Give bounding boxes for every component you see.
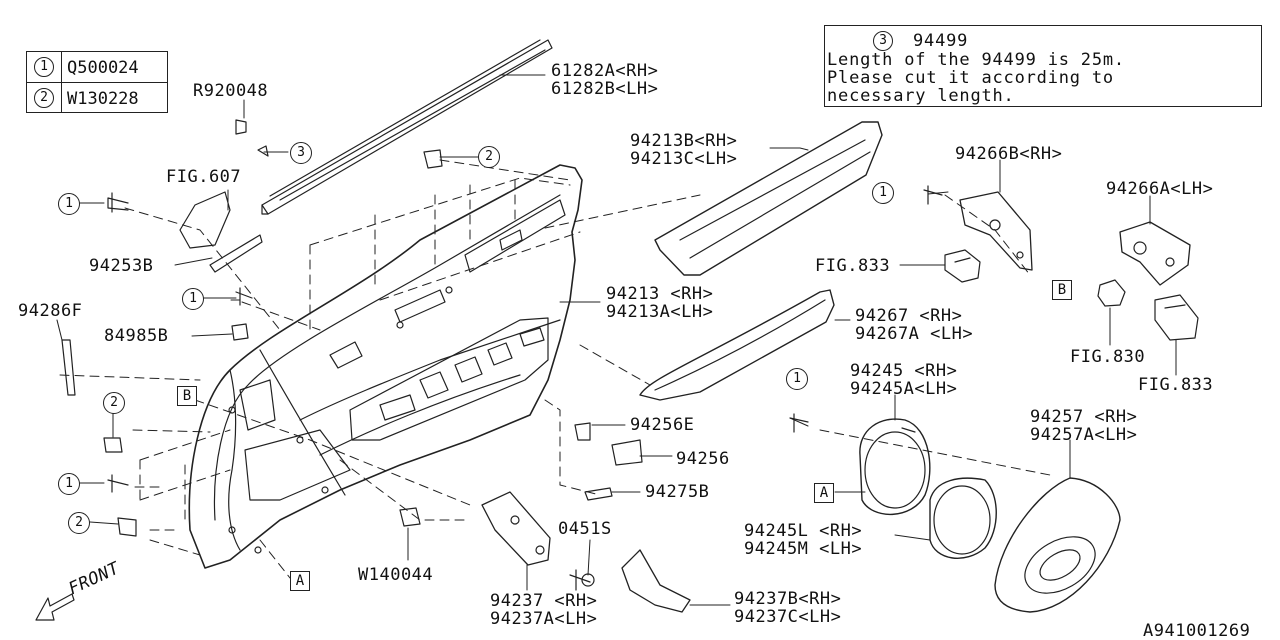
callout-2: 2 [103, 392, 125, 414]
callout-1: 1 [182, 288, 204, 310]
speaker-grille-94257 [994, 477, 1121, 613]
callout-1: 1 [58, 473, 80, 495]
label-fig833b: FIG.833 [1138, 375, 1214, 395]
bracket-94266b [959, 191, 1033, 271]
speaker-94245 [859, 418, 931, 516]
legend-code: Q500024 [67, 58, 139, 78]
label-94213c: 94213C<LH> [630, 149, 738, 169]
label-94245: 94245 <RH> [850, 361, 958, 381]
legend-row: 1 Q500024 [27, 52, 167, 82]
speaker-94245l [929, 477, 997, 559]
label-94245a: 94245A<LH> [850, 379, 958, 399]
label-61282a: 61282A<RH> [551, 61, 659, 81]
label-94245m: 94245M <LH> [744, 539, 863, 559]
label-94267: 94267 <RH> [855, 306, 963, 326]
label-94245l: 94245L <RH> [744, 521, 863, 541]
weatherstrip-61282 [261, 39, 553, 215]
upper-garnish-94213b [654, 121, 883, 276]
callout-2: 2 [68, 512, 90, 534]
bracket-94253b [179, 191, 263, 273]
legend-num: 1 [34, 57, 54, 77]
label-94213a: 94213A<LH> [606, 302, 714, 322]
callout-1: 1 [786, 368, 808, 390]
label-94266a: 94266A<LH> [1106, 179, 1214, 199]
ref-box-b: B [177, 386, 197, 406]
leader-lines [56, 74, 1177, 606]
callout-1: 1 [872, 182, 894, 204]
bracket-94266a [1119, 221, 1191, 286]
label-94237c: 94237C<LH> [734, 607, 842, 627]
note-box: 3 94499 Length of the 94499 is 25m. Plea… [824, 25, 1262, 107]
label-94257: 94257 <RH> [1030, 407, 1138, 427]
label-fig833: FIG.833 [815, 256, 891, 276]
front-arrow [35, 593, 75, 621]
bracket-94237b [621, 549, 691, 613]
label-94256: 94256 [676, 449, 730, 469]
label-94237: 94237 <RH> [490, 591, 598, 611]
fasteners [61, 119, 943, 591]
legend-code: W130228 [67, 89, 139, 109]
bracket-94237 [481, 491, 551, 566]
note-line: necessary length. [827, 86, 1015, 106]
label-0451s: 0451S [558, 519, 612, 539]
label-r920048: R920048 [193, 81, 269, 101]
label-w140044: W140044 [358, 565, 434, 585]
label-61282b: 61282B<LH> [551, 79, 659, 99]
label-84985b: 84985B [104, 326, 169, 346]
ref-box-a: A [814, 483, 834, 503]
callout-1: 1 [58, 193, 80, 215]
label-94237b: 94237B<RH> [734, 589, 842, 609]
label-94266b: 94266B<RH> [955, 144, 1063, 164]
label-94267a: 94267A <LH> [855, 324, 974, 344]
note-line: Please cut it according to [827, 68, 1114, 88]
legend-table: 1 Q500024 2 W130228 [26, 51, 168, 113]
label-94256e: 94256E [630, 415, 695, 435]
diagram-id: A941001269 [1143, 621, 1251, 640]
label-94237a: 94237A<LH> [490, 609, 598, 629]
callout-2: 2 [478, 146, 500, 168]
callout-3: 3 [290, 142, 312, 164]
label-94213b: 94213B<RH> [630, 131, 738, 151]
label-fig607: FIG.607 [166, 167, 242, 187]
ref-box-a: A [290, 571, 310, 591]
label-fig830: FIG.830 [1070, 347, 1146, 367]
switch-fig833 [944, 249, 981, 283]
note-callout: 3 [873, 31, 893, 51]
ref-box-b: B [1052, 280, 1072, 300]
legend-row: 2 W130228 [27, 82, 167, 113]
note-part: 94499 [913, 31, 969, 51]
label-94253b: 94253B [89, 256, 154, 276]
switch-fig830 [1097, 279, 1126, 307]
label-94257a: 94257A<LH> [1030, 425, 1138, 445]
legend-num: 2 [34, 88, 54, 108]
label-94286f: 94286F [18, 301, 83, 321]
dashed-guides [59, 159, 1051, 579]
switch-fig833b [1154, 294, 1199, 341]
label-94275b: 94275B [645, 482, 710, 502]
armrest-pad-94267 [639, 289, 835, 401]
label-94213: 94213 <RH> [606, 284, 714, 304]
note-line: Length of the 94499 is 25m. [827, 50, 1125, 70]
